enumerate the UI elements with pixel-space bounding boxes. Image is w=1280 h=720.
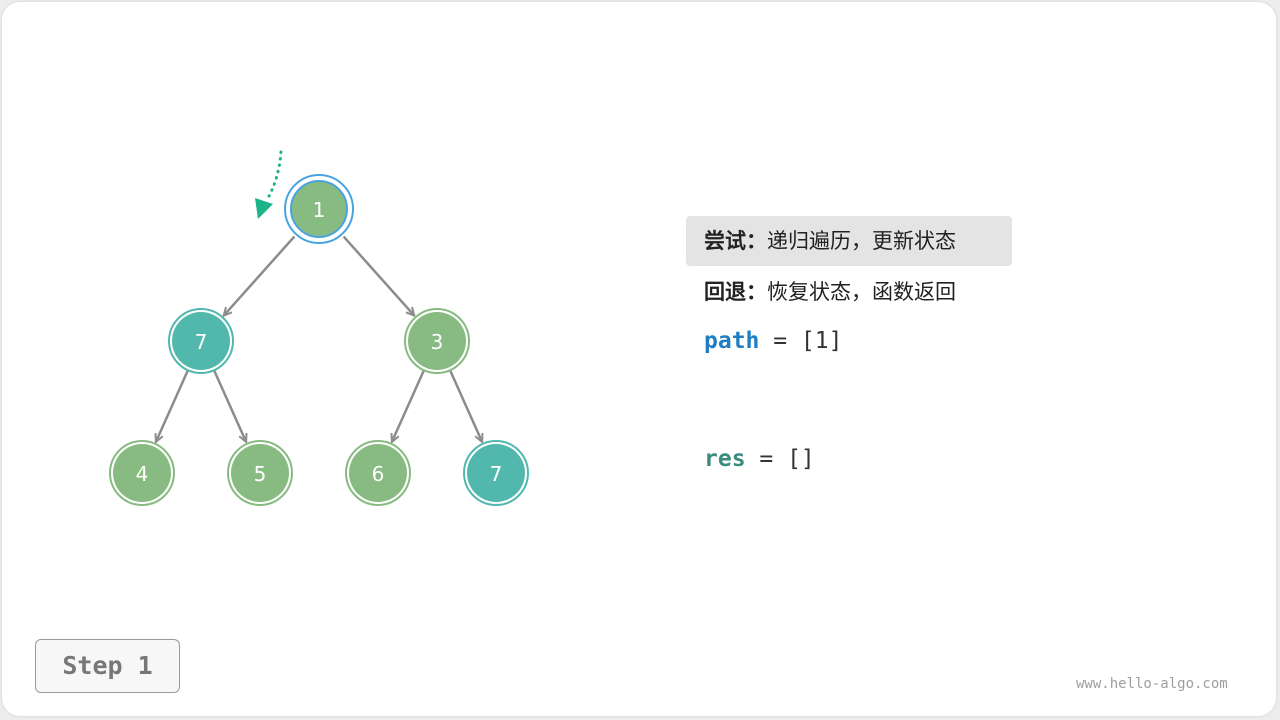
path-variable: path xyxy=(704,328,760,354)
res-variable: res xyxy=(704,446,746,472)
tree-edge-n1-n2 xyxy=(224,235,296,315)
tree-node-n2: 7 xyxy=(168,308,234,374)
legend-back: 回退：恢复状态，函数返回 xyxy=(704,267,956,317)
node-label: 4 xyxy=(136,462,149,486)
node-circle xyxy=(113,444,171,502)
tree-edge-n3-n7 xyxy=(449,370,481,441)
node-label: 6 xyxy=(372,462,385,486)
tree-edge-n2-n4 xyxy=(156,370,189,441)
node-circle xyxy=(231,444,289,502)
node-circle xyxy=(172,312,230,370)
node-label: 1 xyxy=(313,198,326,222)
try-highlight xyxy=(686,216,1012,266)
pointer-arrowhead xyxy=(255,198,273,219)
node-circle xyxy=(408,312,466,370)
tree-node-n5: 5 xyxy=(227,440,293,506)
tree-node-n4: 4 xyxy=(109,440,175,506)
tree-node-n6: 6 xyxy=(345,440,411,506)
tree-node-n3: 3 xyxy=(404,308,470,374)
node-label: 7 xyxy=(490,462,503,486)
tree-edge-n1-n3 xyxy=(342,235,414,315)
legend-try-label: 尝试： xyxy=(704,229,767,253)
node-circle xyxy=(290,180,348,238)
legend-back-text: 恢复状态，函数返回 xyxy=(767,280,956,304)
node-label: 7 xyxy=(195,330,208,354)
pointer-trail xyxy=(266,150,283,200)
watermark: www.hello-algo.com xyxy=(1076,676,1228,692)
tree-edge-n2-n5 xyxy=(213,370,245,441)
path-line: path = [1] xyxy=(704,328,842,354)
node-label: 3 xyxy=(431,330,444,354)
node-label: 5 xyxy=(254,462,267,486)
tree-node-n7: 7 xyxy=(463,440,529,506)
node-circle xyxy=(467,444,525,502)
tree-edge-n3-n6 xyxy=(392,370,425,441)
legend-back-label: 回退： xyxy=(704,280,767,304)
path-value: = [1] xyxy=(759,328,843,354)
legend-try: 尝试：递归遍历，更新状态 xyxy=(704,216,956,266)
res-line: res = [] xyxy=(704,446,815,472)
traversal-pointer-icon xyxy=(255,150,283,219)
res-value: = [] xyxy=(745,446,815,472)
legend-try-text: 递归遍历，更新状态 xyxy=(767,229,956,253)
node-circle xyxy=(349,444,407,502)
tree-node-n1: 1 xyxy=(284,174,354,244)
step-button[interactable]: Step 1 xyxy=(35,639,180,693)
